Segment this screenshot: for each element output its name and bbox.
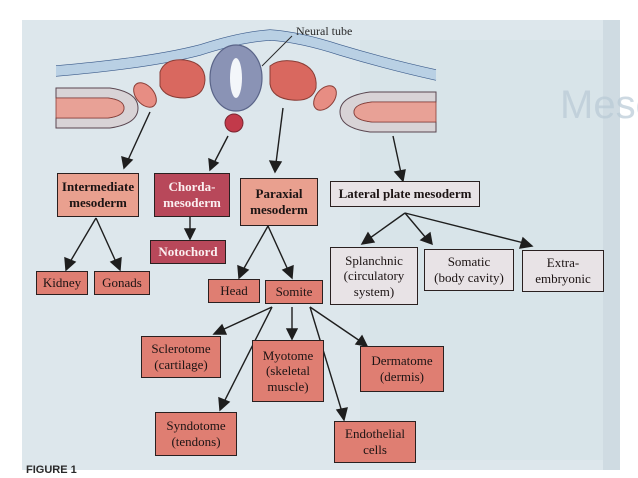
lateral-plate-mesoderm-box: Lateral plate mesoderm bbox=[330, 181, 480, 207]
endothelial-cells-box: Endothelial cells bbox=[334, 421, 416, 463]
dermatome-box: Dermatome (dermis) bbox=[360, 346, 444, 392]
syndotome-box: Syndotome (tendons) bbox=[155, 412, 237, 456]
intermediate-mesoderm-box: Intermediate mesoderm bbox=[57, 173, 139, 217]
neural-tube-label: Neural tube bbox=[296, 24, 353, 38]
gonads-box: Gonads bbox=[94, 271, 150, 295]
head-box: Head bbox=[208, 279, 260, 303]
somite-box: Somite bbox=[265, 280, 323, 304]
myotome-box: Myotome (skeletal muscle) bbox=[252, 340, 324, 402]
somatic-box: Somatic (body cavity) bbox=[424, 249, 514, 291]
kidney-box: Kidney bbox=[36, 271, 88, 295]
notochord-box: Notochord bbox=[150, 240, 226, 264]
figure-caption-fragment: FIGURE 1 bbox=[26, 464, 77, 476]
left-somite-shape bbox=[159, 59, 206, 99]
svg-text:Mesod: Mesod bbox=[560, 83, 638, 127]
chordamesoderm-box: Chorda- mesoderm bbox=[154, 173, 230, 217]
extraembryonic-box: Extra- embryonic bbox=[522, 250, 604, 292]
notochord-shape bbox=[224, 113, 244, 133]
sclerotome-box: Sclerotome (cartilage) bbox=[141, 336, 221, 378]
right-somite-shape bbox=[269, 60, 317, 101]
splanchnic-box: Splanchnic (circulatory system) bbox=[330, 247, 418, 305]
paraxial-mesoderm-box: Paraxial mesoderm bbox=[240, 178, 318, 226]
